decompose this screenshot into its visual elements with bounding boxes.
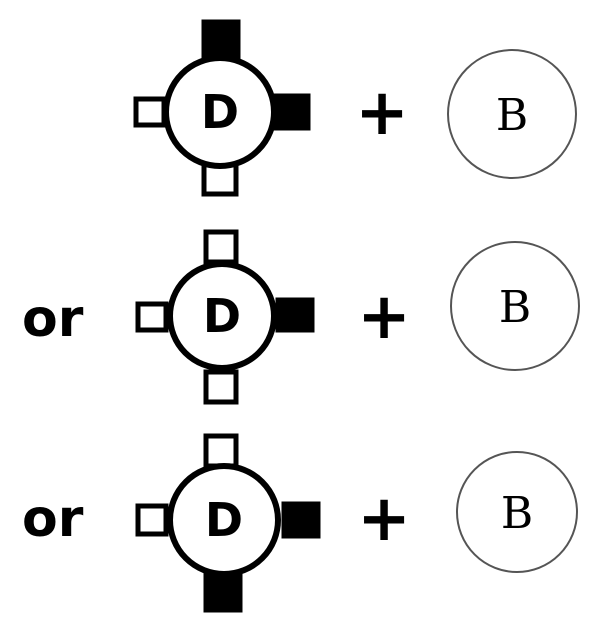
or-connector-row-3: or [22, 489, 84, 549]
molecule-d-circle-row-2 [167, 261, 277, 371]
molecule-b-label-row-2: B [499, 282, 531, 333]
port-right-row-2 [275, 297, 315, 333]
port-top-row-2 [203, 229, 239, 265]
molecule-d-label-row-2: D [203, 289, 241, 343]
row-3: or D + B [22, 433, 578, 613]
port-top-row-3 [203, 433, 239, 469]
port-right-row-1 [269, 93, 311, 131]
molecule-b-circle-row-2 [450, 241, 580, 371]
port-bottom-row-3 [203, 569, 243, 613]
molecule-d-circle-row-3 [167, 463, 281, 577]
port-left-row-1 [133, 96, 167, 128]
port-right-row-3 [281, 501, 321, 539]
molecule-b-row-2: B [450, 241, 580, 371]
molecule-b-circle-row-3 [456, 451, 578, 573]
molecule-d-label-row-3: D [205, 493, 243, 547]
molecule-b-circle-row-1 [447, 49, 577, 179]
molecule-d-circle-row-1 [163, 55, 277, 169]
plus-sign-row-1: + [355, 76, 409, 150]
port-bottom-row-2 [203, 369, 239, 405]
molecule-b-row-3: B [456, 451, 578, 573]
row-2: or D + B [22, 229, 580, 405]
plus-sign-row-3: + [357, 482, 411, 556]
molecule-b-label-row-3: B [501, 488, 533, 539]
port-left-row-3 [135, 503, 169, 537]
molecule-d-row-2: D [135, 229, 315, 405]
molecule-b-label-row-1: B [496, 90, 528, 141]
molecule-d-row-1: D [133, 19, 311, 197]
row-1: D + B [133, 19, 577, 197]
or-connector-row-2: or [22, 289, 84, 349]
molecule-d-label-row-1: D [201, 85, 239, 139]
plus-sign-row-2: + [357, 280, 411, 354]
molecule-b-row-1: B [447, 49, 577, 179]
port-left-row-2 [135, 301, 169, 333]
molecule-d-row-3: D [135, 433, 321, 613]
